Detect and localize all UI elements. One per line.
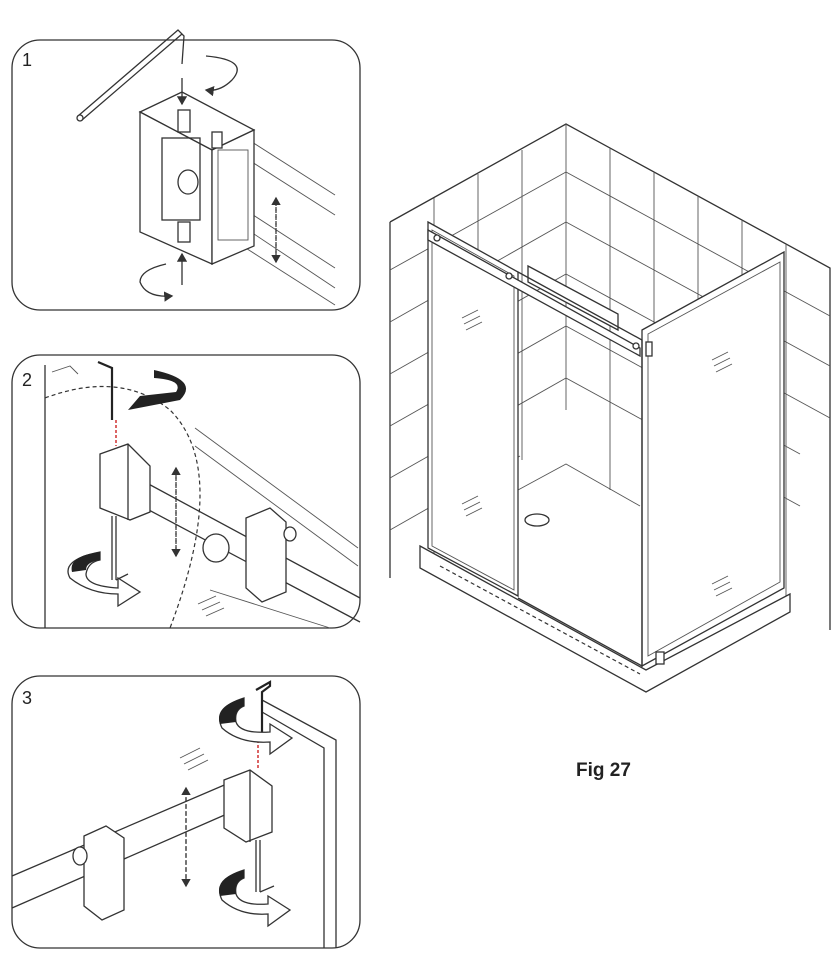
hex-key-icon (256, 682, 270, 740)
step-2-roller (246, 508, 286, 602)
drain-icon (525, 514, 549, 526)
fixed-side-panel (642, 252, 784, 666)
step-3-number: 3 (22, 688, 32, 709)
step-2-panel (12, 355, 360, 628)
step-2-bracket (100, 444, 150, 580)
step-1-panel (12, 30, 360, 310)
stopper-knob (203, 534, 229, 562)
glass-hatch (180, 748, 208, 770)
glass-hatch (198, 596, 224, 616)
rotate-arrow-icon (206, 56, 237, 90)
step-3-panel (12, 676, 360, 948)
rotate-arrow-icon (140, 264, 172, 296)
step-3-roller (84, 826, 124, 920)
step-3-bracket (224, 770, 272, 842)
hex-key-icon (98, 362, 112, 420)
step-1-number: 1 (22, 50, 32, 71)
step-2-rail (130, 474, 360, 622)
shower-enclosure (390, 124, 830, 692)
figure-label: Fig 27 (576, 760, 631, 782)
roller-bracket (140, 92, 254, 264)
step-2-number: 2 (22, 370, 32, 391)
rotate-arrow-icon (128, 370, 186, 410)
